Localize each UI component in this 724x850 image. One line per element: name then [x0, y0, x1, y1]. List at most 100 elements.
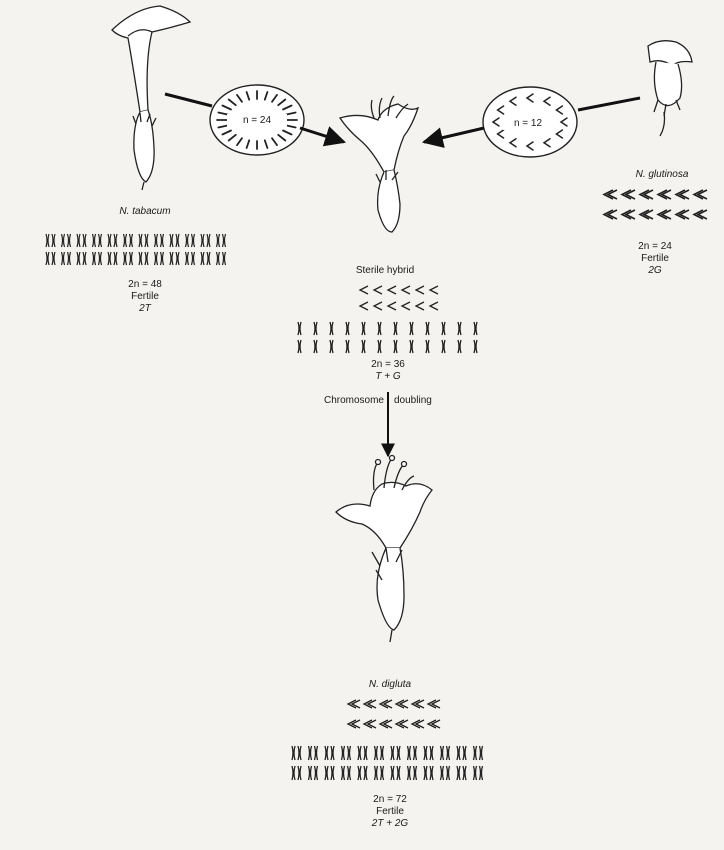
chromosome-pair	[122, 233, 134, 248]
chevron-chromosome	[414, 699, 425, 709]
chromosome-pair	[184, 251, 196, 266]
chevron-chromosome	[696, 189, 708, 200]
chevron-chromosome	[430, 699, 441, 709]
glutinosa-karyotype	[602, 189, 708, 220]
chromosome	[473, 321, 478, 336]
chevron-chromosome	[346, 699, 357, 709]
chromosome-pair	[184, 233, 196, 248]
chromosome-pair	[324, 765, 335, 781]
chromosome-dash	[217, 124, 229, 129]
chevron-chromosome	[638, 189, 650, 200]
chromosome-pair	[60, 233, 72, 248]
chevron-chromosome	[366, 699, 377, 709]
chromosome-pair	[307, 745, 319, 761]
chromosome-dash	[271, 94, 278, 103]
chevron-chromosome	[542, 138, 551, 148]
chromosome-dash	[236, 94, 243, 103]
glutinosa-fertility: Fertile	[641, 253, 669, 264]
chromosome	[457, 339, 462, 354]
chevron-chromosome	[602, 189, 614, 200]
chevron-chromosome	[372, 301, 383, 311]
chromosome-pair	[390, 765, 401, 781]
chevron-chromosome	[398, 719, 409, 729]
chevron-chromosome	[508, 138, 517, 148]
chromosome-pair	[45, 251, 56, 266]
chromosome-dash	[263, 139, 269, 149]
chromosome-pair	[169, 251, 180, 266]
glutinosa-flower	[647, 40, 693, 137]
chromosome-pair	[423, 745, 434, 761]
chevron-chromosome	[525, 141, 534, 151]
chevron-chromosome	[378, 699, 389, 709]
chromosome	[377, 321, 382, 336]
chevron-chromosome	[394, 699, 405, 709]
chromosome-pair	[153, 251, 165, 266]
digluta-genome: 2T + 2G	[371, 818, 409, 829]
chromosome-pair	[340, 745, 352, 761]
chromosome-dash	[285, 124, 297, 129]
chromosome-pair	[357, 745, 368, 761]
chromosome-pair	[456, 765, 467, 781]
glutinosa-genome: 2G	[648, 265, 662, 276]
chromosome	[297, 321, 302, 336]
chevron-chromosome	[386, 285, 397, 295]
chromosome	[329, 339, 334, 354]
chevron-chromosome	[606, 209, 618, 220]
chevron-chromosome	[620, 209, 632, 220]
arrow-glutinosa-to-circle	[577, 96, 641, 112]
chevron-chromosome	[656, 189, 668, 200]
chevron-chromosome	[602, 209, 614, 220]
chevron-chromosome	[620, 189, 632, 200]
chevron-chromosome	[656, 209, 668, 220]
chromosome-pair	[423, 765, 434, 781]
chromosome-dash	[227, 98, 237, 107]
chromosome-pair	[472, 765, 484, 781]
chromosome	[393, 321, 398, 336]
gamete-right-label: n = 12	[503, 117, 553, 130]
chevron-chromosome	[410, 699, 421, 709]
gamete-left-label: n = 24	[227, 114, 287, 127]
chromosome-dash	[282, 104, 293, 111]
chevron-chromosome	[414, 301, 425, 311]
chromosome-pair	[324, 745, 335, 761]
chevron-chromosome	[400, 301, 411, 311]
chromosome	[425, 339, 430, 354]
chromosome-dash	[221, 104, 232, 111]
chromosome-pair	[138, 233, 149, 248]
chevron-chromosome	[430, 719, 441, 729]
chevron-chromosome	[382, 699, 393, 709]
chromosome-pair	[406, 765, 418, 781]
chevron-chromosome	[426, 699, 437, 709]
glutinosa-name: N. glutinosa	[635, 169, 689, 180]
chevron-chromosome	[496, 105, 505, 115]
chromosome-pair	[76, 233, 87, 248]
chevron-chromosome	[496, 129, 505, 139]
chevron-chromosome	[426, 719, 437, 729]
chromosome-pair	[200, 251, 211, 266]
digluta-karyotype	[291, 699, 484, 781]
chromosome-pair	[45, 233, 56, 248]
chevron-chromosome	[362, 699, 373, 709]
doubling-label: doubling	[394, 395, 432, 406]
chevron-chromosome	[386, 301, 397, 311]
chevron-chromosome	[555, 129, 564, 139]
chevron-chromosome	[358, 285, 369, 295]
chevron-chromosome	[542, 96, 551, 106]
chromosome-pair	[138, 251, 149, 266]
chevron-chromosome	[414, 285, 425, 295]
chevron-chromosome	[642, 189, 654, 200]
digluta-chromosome-number: 2n = 72	[373, 794, 407, 805]
chromosome-pair	[107, 233, 118, 248]
chromosome-pair	[390, 745, 401, 761]
chevron-chromosome	[508, 96, 517, 106]
chromosome-pair	[406, 745, 418, 761]
chromosome-pair	[439, 745, 451, 761]
chevron-chromosome	[358, 301, 369, 311]
chevron-chromosome	[559, 117, 568, 127]
chevron-chromosome	[678, 209, 690, 220]
chevron-chromosome	[674, 189, 686, 200]
hybrid-chromosome-number: 2n = 36	[371, 359, 405, 370]
chevron-chromosome	[394, 719, 405, 729]
tabacum-chromosome-number: 2n = 48	[128, 279, 162, 290]
